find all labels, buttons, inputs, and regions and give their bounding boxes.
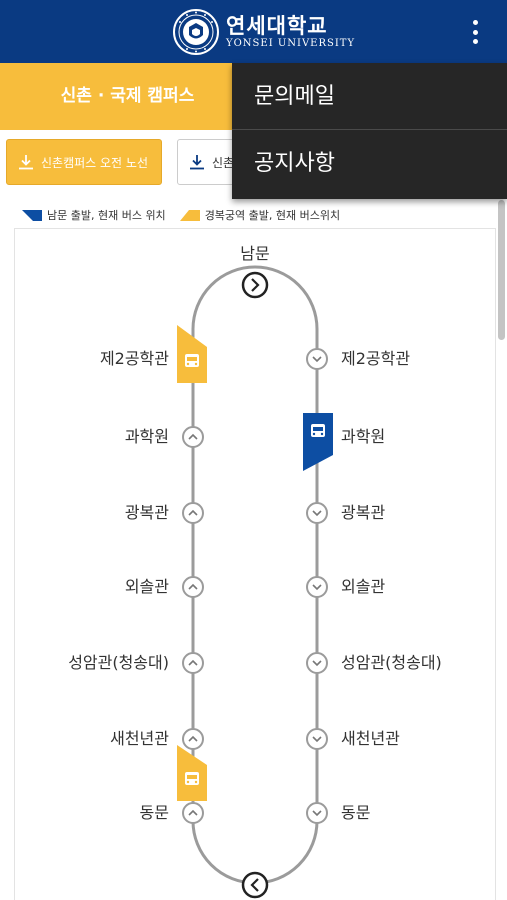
stop-label-left[interactable]: 외솔관: [124, 577, 169, 596]
logo-text: 연세대학교 YONSEI UNIVERSITY: [226, 14, 355, 50]
stop-icon-left-gwangbok: [182, 502, 204, 524]
menu-dot: [472, 39, 478, 44]
left-stop-icons: [182, 426, 204, 824]
route-button-label: 신촌: [212, 155, 235, 170]
stop-icon-left-oesol: [182, 576, 204, 598]
university-name-en: YONSEI UNIVERSITY: [226, 38, 356, 49]
legend-item-blue: 남문 출발, 현재 버스 위치: [22, 207, 166, 223]
overflow-menu: 문의메일 공지사항: [232, 63, 507, 199]
kebab-menu-icon[interactable]: [464, 18, 486, 46]
stop-icon-left-kwahakwon: [182, 426, 204, 448]
bus-legend: 남문 출발, 현재 버스 위치 경복궁역 출발, 현재 버스위치: [22, 207, 354, 223]
stop-label-left[interactable]: 광복관: [124, 503, 169, 522]
yonsei-seal-icon: [173, 9, 219, 55]
terminal-label-top: 남문: [240, 244, 270, 263]
stop-label-left[interactable]: 동문: [139, 803, 169, 822]
bus-marker-blue[interactable]: [303, 413, 333, 471]
stop-icon-right-oesol: [306, 576, 328, 598]
route-loop-diagram: [177, 265, 333, 899]
legend-label: 경복궁역 출발, 현재 버스위치: [204, 209, 341, 222]
stop-label-left[interactable]: 새천년관: [110, 729, 169, 748]
stop-label-right[interactable]: 제2공학관: [341, 349, 411, 368]
yellow-flag-icon: [179, 209, 200, 221]
stop-label-left[interactable]: 과학원: [124, 427, 169, 446]
stop-label-right[interactable]: 성암관(청송대): [341, 653, 442, 672]
stop-icon-left-saecheonnyeon: [182, 728, 204, 750]
menu-item-inquiry-mail[interactable]: 문의메일: [232, 63, 507, 130]
legend-item-yellow: 경복궁역 출발, 현재 버스위치: [179, 207, 341, 223]
legend-label: 남문 출발, 현재 버스 위치: [47, 209, 166, 222]
stop-label-right[interactable]: 광복관: [341, 503, 386, 522]
download-arrow-icon: [190, 155, 204, 170]
download-arrow-icon: [19, 155, 33, 170]
bus-marker-yellow-top[interactable]: [177, 325, 207, 383]
menu-item-notice[interactable]: 공지사항: [254, 151, 335, 176]
terminal-top-icon[interactable]: [241, 271, 269, 299]
stop-label-left[interactable]: 제2공학관: [99, 349, 169, 368]
campus-tab-sinchon[interactable]: 신촌 · 국제 캠퍼스: [60, 86, 195, 106]
route-button-morning[interactable]: 신촌캠퍼스 오전 노선: [6, 139, 162, 185]
route-button-label: 신촌캠퍼스 오전 노선: [41, 155, 148, 170]
scrollbar-thumb[interactable]: [498, 200, 505, 340]
menu-dot: [472, 20, 478, 25]
stop-label-right[interactable]: 동문: [341, 803, 371, 822]
stop-label-right[interactable]: 새천년관: [341, 729, 400, 748]
route-track: [191, 265, 319, 885]
stop-icon-left-seongam: [182, 652, 204, 674]
blue-flag-icon: [22, 209, 42, 221]
stop-icon-left-dongmun: [182, 802, 204, 824]
stop-icon-right-gwangbok: [306, 502, 328, 524]
stop-label-right[interactable]: 외솔관: [341, 577, 386, 596]
right-stop-icons: [306, 348, 328, 824]
stop-label-left[interactable]: 성암관(청송대): [68, 653, 169, 672]
terminal-bottom-icon[interactable]: [241, 871, 269, 899]
menu-dot: [472, 29, 478, 35]
stop-icon-right-engineering2: [306, 348, 328, 370]
route-map-panel: 남문 제2공학관 과학원 광복관 외솔관 성암관(청송대) 새천년관 동문 제2…: [14, 228, 496, 900]
stop-icon-right-dongmun: [306, 802, 328, 824]
stop-icon-right-seongam: [306, 652, 328, 674]
stop-label-right[interactable]: 과학원: [341, 427, 386, 446]
bus-marker-yellow-bottom[interactable]: [177, 745, 207, 801]
app-header: 연세대학교 YONSEI UNIVERSITY: [0, 0, 507, 63]
university-name-ko: 연세대학교: [226, 14, 328, 38]
stop-icon-right-saecheonnyeon: [306, 728, 328, 750]
university-logo[interactable]: 연세대학교 YONSEI UNIVERSITY: [172, 8, 355, 56]
